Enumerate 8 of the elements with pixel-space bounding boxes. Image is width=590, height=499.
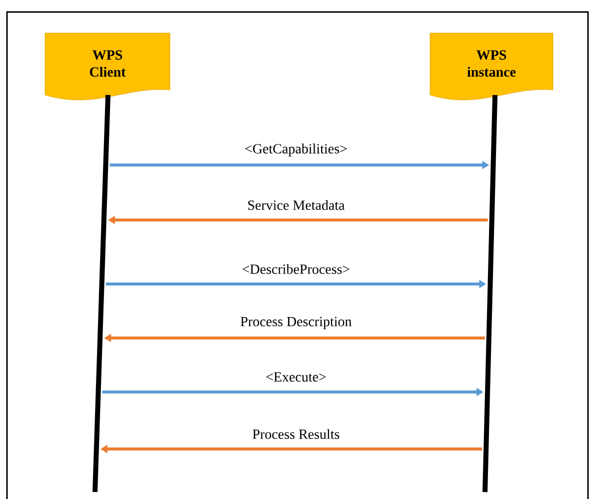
edge-label: <DescribeProcess>	[240, 263, 352, 275]
edge-label: Service Metadata	[246, 199, 346, 211]
edge-label: <Execute>	[264, 371, 328, 383]
edge-label: Process Results	[251, 428, 341, 440]
document-box: WPS instance	[430, 32, 554, 100]
edge-label: <GetCapabilities>	[244, 142, 348, 158]
edge-label: Process Description	[239, 316, 353, 330]
document-box: WPS Client	[44, 32, 170, 100]
